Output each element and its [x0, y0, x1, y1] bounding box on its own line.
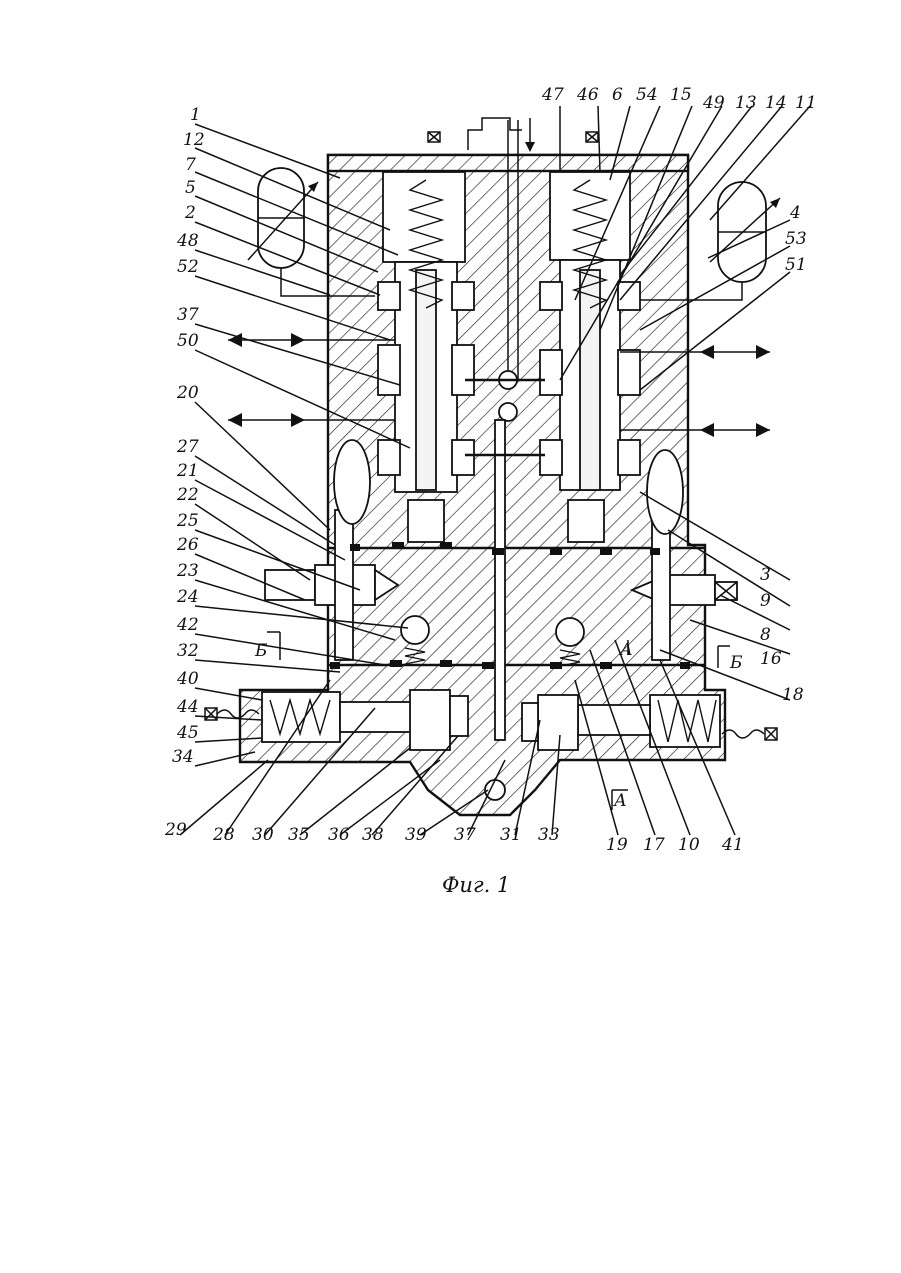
label-18: 18	[782, 685, 804, 705]
label-46: 46	[576, 85, 599, 105]
label-28: 28	[212, 825, 235, 845]
label-27: 27	[176, 437, 199, 457]
label-22: 22	[176, 485, 199, 505]
label-41: 41	[721, 835, 744, 855]
label-45: 45	[176, 723, 199, 743]
labels-right: 4 53 51 3 9 8 16 18	[760, 203, 807, 705]
label-14: 14	[765, 93, 787, 113]
label-2: 2	[184, 203, 196, 223]
label-3: 3	[760, 565, 771, 585]
section-mark-a-mid: А	[619, 640, 633, 660]
label-39: 39	[405, 825, 427, 845]
label-54: 54	[636, 85, 658, 105]
label-10: 10	[678, 835, 700, 855]
label-40: 40	[176, 669, 199, 689]
labels-top: 47 46 6 54 15 49 13 14 11	[541, 85, 817, 113]
label-35: 35	[288, 825, 310, 845]
label-37-bottom: 37	[454, 825, 476, 845]
figure-caption: Фиг. 1	[442, 873, 510, 897]
label-26: 26	[176, 535, 199, 555]
label-53: 53	[785, 229, 807, 249]
label-17: 17	[643, 835, 665, 855]
label-15: 15	[670, 85, 692, 105]
label-6: 6	[612, 85, 623, 105]
label-23: 23	[176, 561, 199, 581]
label-50: 50	[177, 331, 199, 351]
label-38: 38	[362, 825, 384, 845]
section-mark-b-left: Б	[254, 641, 268, 661]
label-34: 34	[172, 747, 194, 767]
label-44: 44	[176, 697, 199, 717]
label-47: 47	[541, 85, 564, 105]
label-29: 29	[164, 820, 187, 840]
label-7: 7	[185, 155, 196, 175]
label-11: 11	[795, 93, 817, 113]
label-52: 52	[177, 257, 199, 277]
label-48: 48	[176, 231, 199, 251]
label-42: 42	[176, 615, 199, 635]
label-8: 8	[760, 625, 771, 645]
label-1: 1	[190, 105, 201, 125]
label-12: 12	[183, 130, 205, 150]
label-33: 33	[538, 825, 560, 845]
label-4: 4	[789, 203, 801, 223]
labels-bottom: 29 28 30 35 36 38 39 37 31 33 19 17 10 4…	[164, 820, 744, 855]
label-49: 49	[702, 93, 725, 113]
label-20: 20	[176, 383, 199, 403]
label-32: 32	[177, 641, 199, 661]
section-mark-b-right: Б	[729, 653, 743, 673]
label-5: 5	[185, 178, 196, 198]
label-51: 51	[785, 255, 807, 275]
label-24: 24	[176, 587, 199, 607]
labels-left: 1 12 7 5 2 48 52 37 50 20 27 21 22 25 26…	[172, 105, 205, 767]
label-36: 36	[328, 825, 350, 845]
label-30: 30	[252, 825, 274, 845]
label-16: 16	[760, 649, 782, 669]
label-25: 25	[176, 511, 199, 531]
label-19: 19	[606, 835, 628, 855]
section-mark-a-bottom: А	[613, 791, 627, 811]
label-9: 9	[760, 591, 771, 611]
pilot-symbol	[428, 118, 598, 152]
label-13: 13	[735, 93, 757, 113]
label-37-top: 37	[177, 305, 199, 325]
label-21: 21	[176, 461, 199, 481]
label-31: 31	[500, 825, 522, 845]
